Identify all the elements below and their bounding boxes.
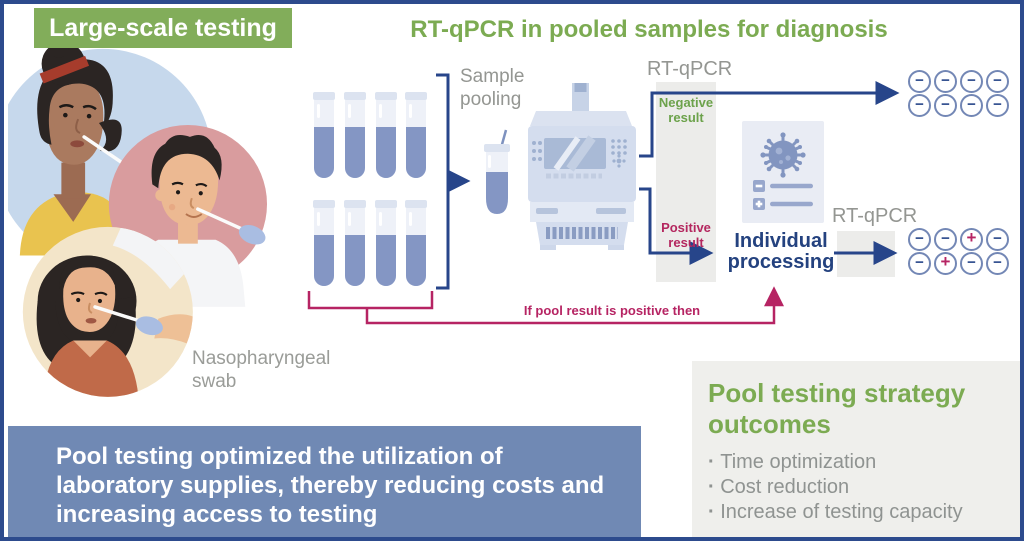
test-tube-icon: [375, 92, 397, 178]
gloved-hand: [135, 316, 163, 336]
minus-result-icon: −: [986, 94, 1009, 117]
minus-result-icon: −: [934, 228, 957, 251]
person-woman-2: [36, 227, 193, 397]
negative-result-label: Negative result: [658, 95, 714, 125]
tube-bracket: [436, 73, 450, 290]
minus-result-icon: −: [960, 94, 983, 117]
gloved-hand: [238, 225, 266, 245]
test-tube-icon: [313, 200, 335, 286]
minus-result-icon: −: [960, 70, 983, 93]
outcomes-panel: Pool testing strategy outcomes Time opti…: [692, 361, 1020, 537]
positive-result-label: Positive result: [661, 220, 711, 250]
result-grid-negative: −−−−−−−−: [908, 70, 1009, 117]
minus-result-icon: −: [934, 70, 957, 93]
rtqpcr-label-top: RT-qPCR: [647, 58, 733, 80]
test-tube-icon: [313, 92, 335, 178]
page-title: RT-qPCR in pooled samples for diagnosis: [410, 16, 888, 43]
plus-result-icon: +: [960, 228, 983, 251]
summary-box: Pool testing optimized the utilization o…: [8, 426, 641, 537]
minus-result-icon: −: [908, 94, 931, 117]
nasopharyngeal-swab-label: Nasopharyngeal swab: [192, 348, 331, 393]
pool-positive-condition-label: If pool result is positive then: [523, 303, 701, 318]
test-tube-icon: [344, 92, 366, 178]
swab-stick: [196, 207, 250, 234]
swab-people-illustration: [8, 38, 268, 397]
pooled-tube-icon: [484, 129, 510, 214]
minus-result-icon: −: [960, 252, 983, 275]
outcomes-heading: Pool testing strategy outcomes: [708, 378, 966, 439]
individual-processing-label: Individual processing: [727, 230, 835, 273]
minus-result-icon: −: [986, 70, 1009, 93]
test-tube-icon: [405, 92, 427, 178]
person-woman-1: [19, 38, 169, 256]
result-grid-individual: −−+−−+−−: [908, 228, 1009, 275]
outcome-item: Increase of testing capacity: [708, 500, 1020, 525]
pcr-machine-icon: [528, 83, 636, 250]
summary-text: Pool testing optimized the utilization o…: [56, 443, 605, 528]
plus-result-icon: +: [934, 252, 957, 275]
minus-result-icon: −: [934, 94, 957, 117]
test-tube-icon: [375, 200, 397, 286]
minus-result-icon: −: [908, 228, 931, 251]
outcome-item: Time optimization: [708, 450, 1020, 475]
virus-report-icon: [742, 121, 824, 223]
minus-result-icon: −: [986, 252, 1009, 275]
outcomes-list: Time optimizationCost reductionIncrease …: [708, 450, 1020, 525]
test-tube-icon: [344, 200, 366, 286]
minus-result-icon: −: [986, 228, 1009, 251]
sample-pooling-label: Sample pooling: [460, 66, 525, 111]
minus-result-icon: −: [908, 252, 931, 275]
large-scale-testing-badge: Large-scale testing: [34, 8, 292, 48]
outcome-item: Cost reduction: [708, 475, 1020, 500]
rtqpcr-label-bottom: RT-qPCR: [832, 205, 918, 227]
minus-result-icon: −: [908, 70, 931, 93]
test-tube-icon: [405, 200, 427, 286]
